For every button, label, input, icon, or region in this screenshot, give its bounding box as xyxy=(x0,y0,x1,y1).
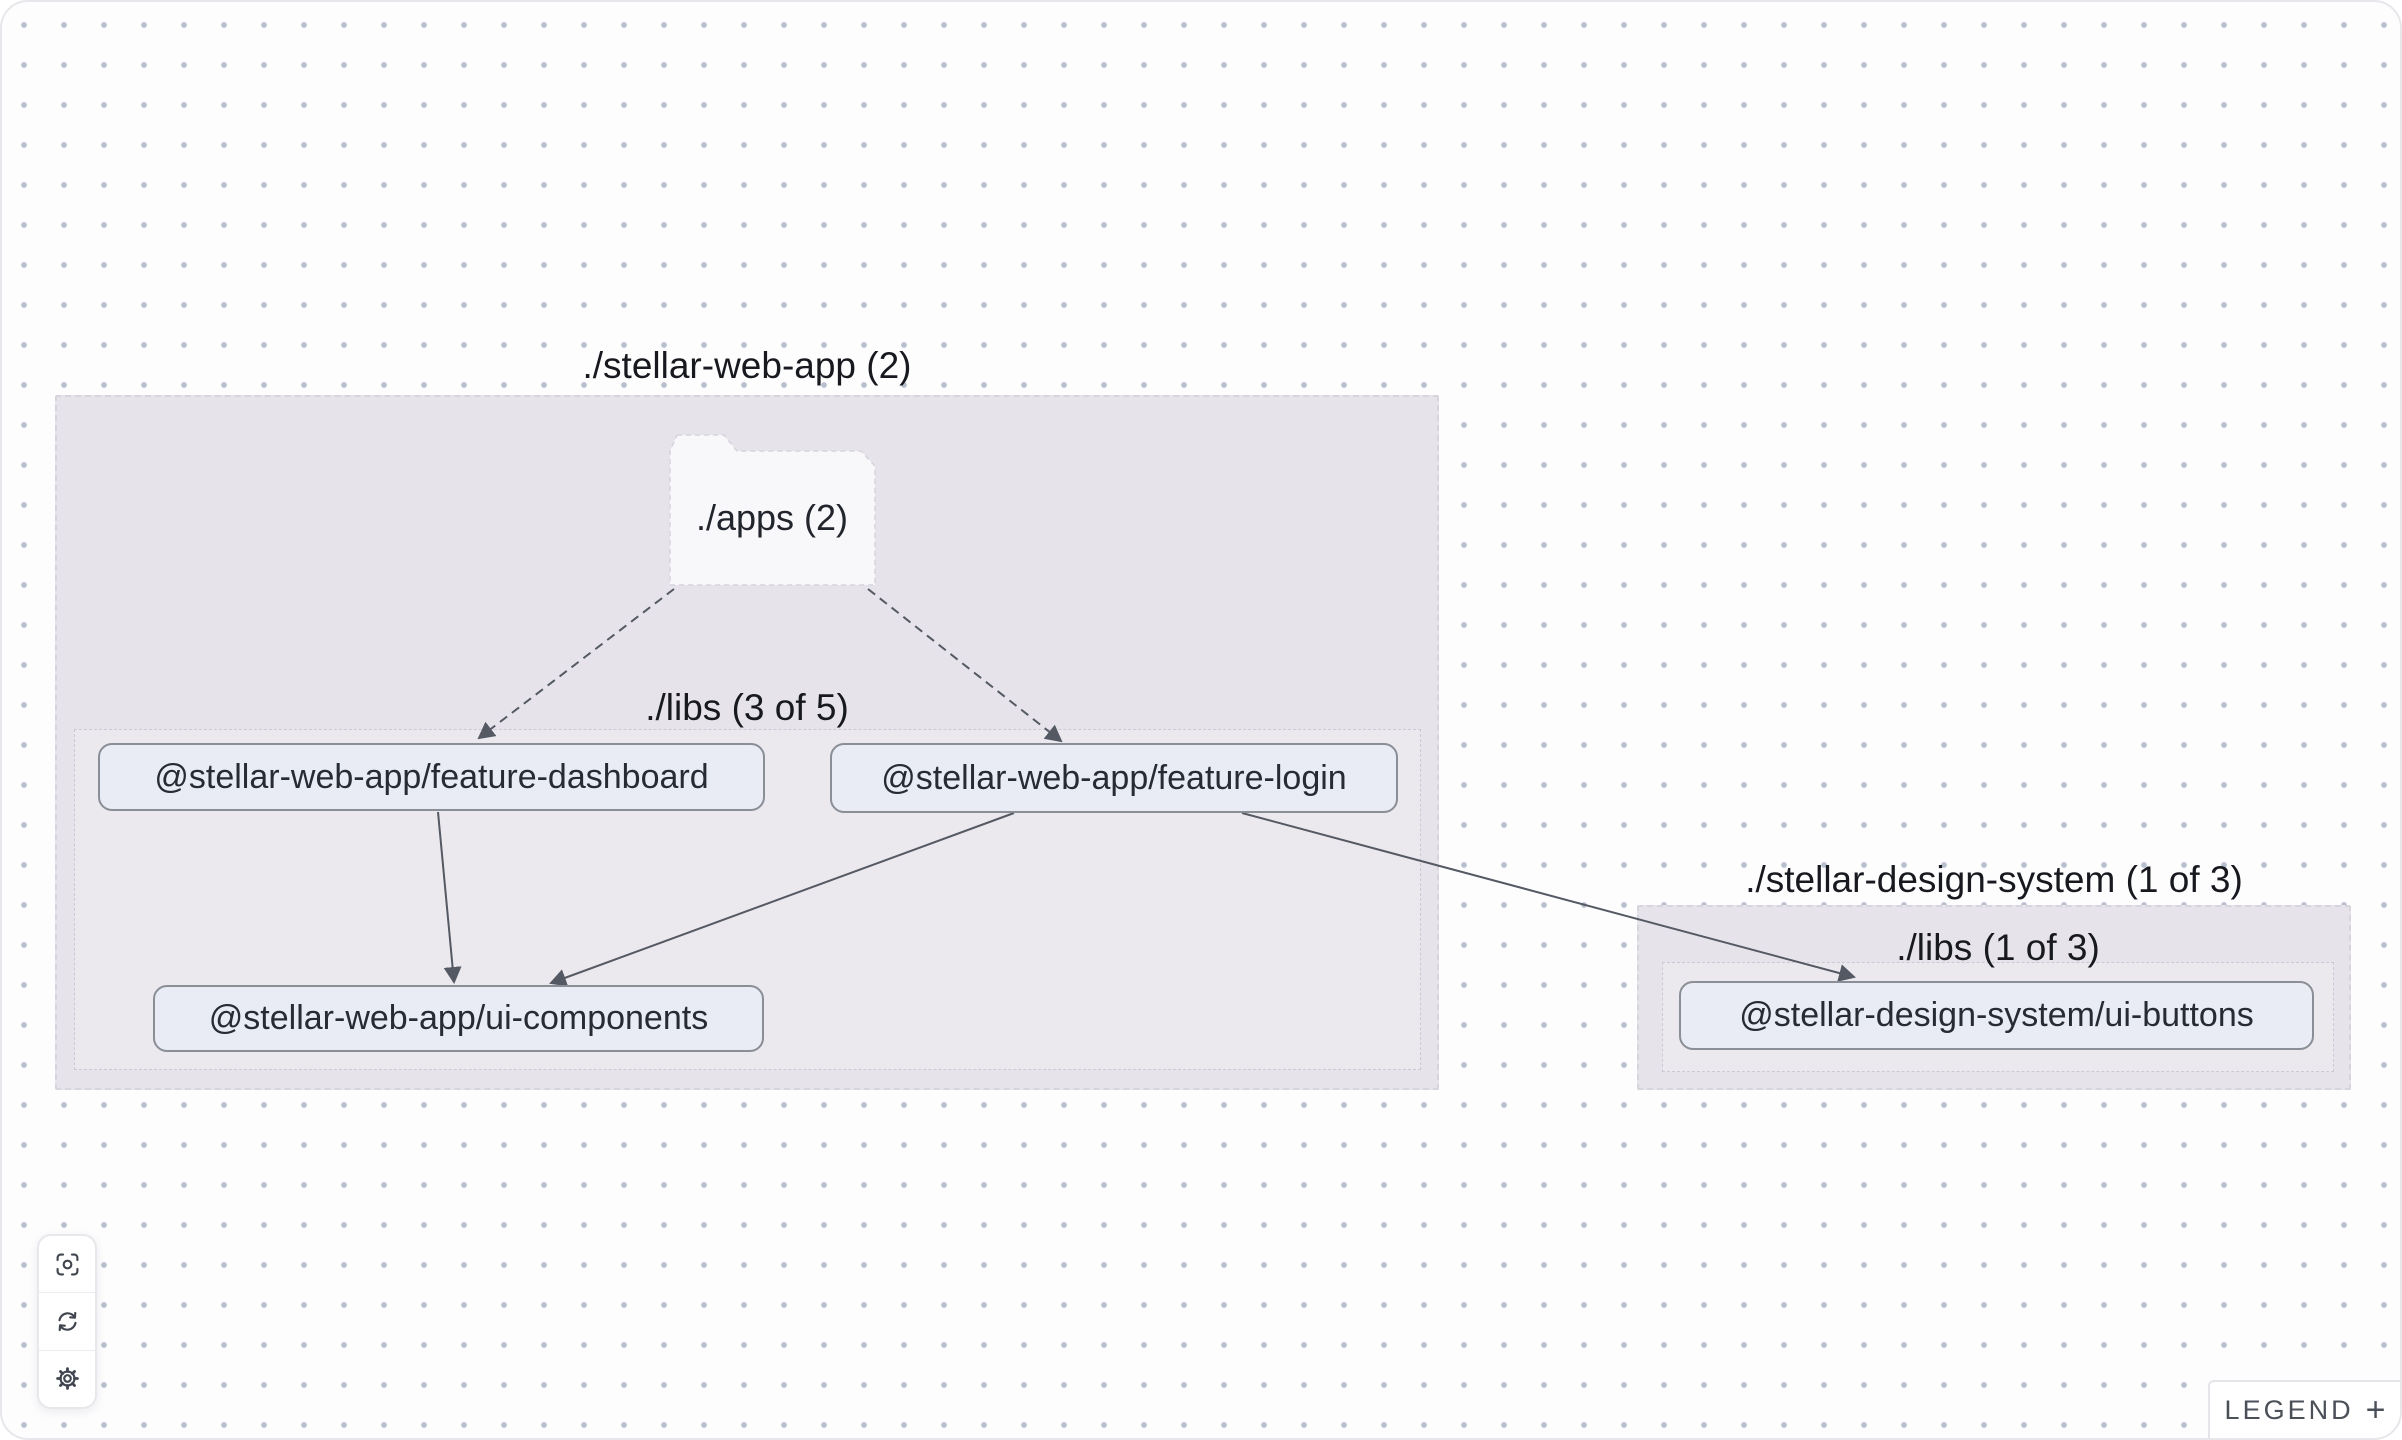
folder-shape-apps xyxy=(669,434,876,586)
node-ui-components[interactable]: @stellar-web-app/ui-components xyxy=(153,985,764,1052)
node-ui-buttons[interactable]: @stellar-design-system/ui-buttons xyxy=(1679,981,2314,1050)
refresh-icon xyxy=(57,1311,77,1332)
focus-icon xyxy=(56,1253,78,1276)
folder-node-apps[interactable]: ./apps (2) xyxy=(695,497,849,538)
edge-feature_dashboard-to-ui_components xyxy=(437,811,462,984)
gear-icon xyxy=(55,1367,79,1391)
focus-button[interactable] xyxy=(39,1236,95,1292)
plus-icon: + xyxy=(2365,1391,2386,1429)
group-label-design-system-libs: ./libs (1 of 3) xyxy=(1896,927,2100,968)
graph-toolbar xyxy=(37,1234,97,1409)
group-title-stellar-web-app: ./stellar-web-app (2) xyxy=(582,345,912,386)
legend-label: LEGEND xyxy=(2224,1394,2354,1425)
group-label-web-app-libs: ./libs (3 of 5) xyxy=(645,687,849,728)
node-feature-dashboard[interactable]: @stellar-web-app/feature-dashboard xyxy=(98,743,765,811)
node-feature-login[interactable]: @stellar-web-app/feature-login xyxy=(830,743,1398,813)
settings-button[interactable] xyxy=(39,1349,95,1407)
refresh-button[interactable] xyxy=(39,1292,95,1349)
edge-feature_login-to-ui_buttons xyxy=(1241,812,1856,982)
edge-feature_login-to-ui_components xyxy=(549,812,1015,987)
group-title-stellar-design-system: ./stellar-design-system (1 of 3) xyxy=(1745,859,2243,900)
edge-./apps-to-feature_dashboard xyxy=(477,588,675,740)
edge-./apps-to-feature_login xyxy=(867,588,1063,743)
legend-toggle[interactable]: LEGEND + xyxy=(2208,1380,2400,1438)
